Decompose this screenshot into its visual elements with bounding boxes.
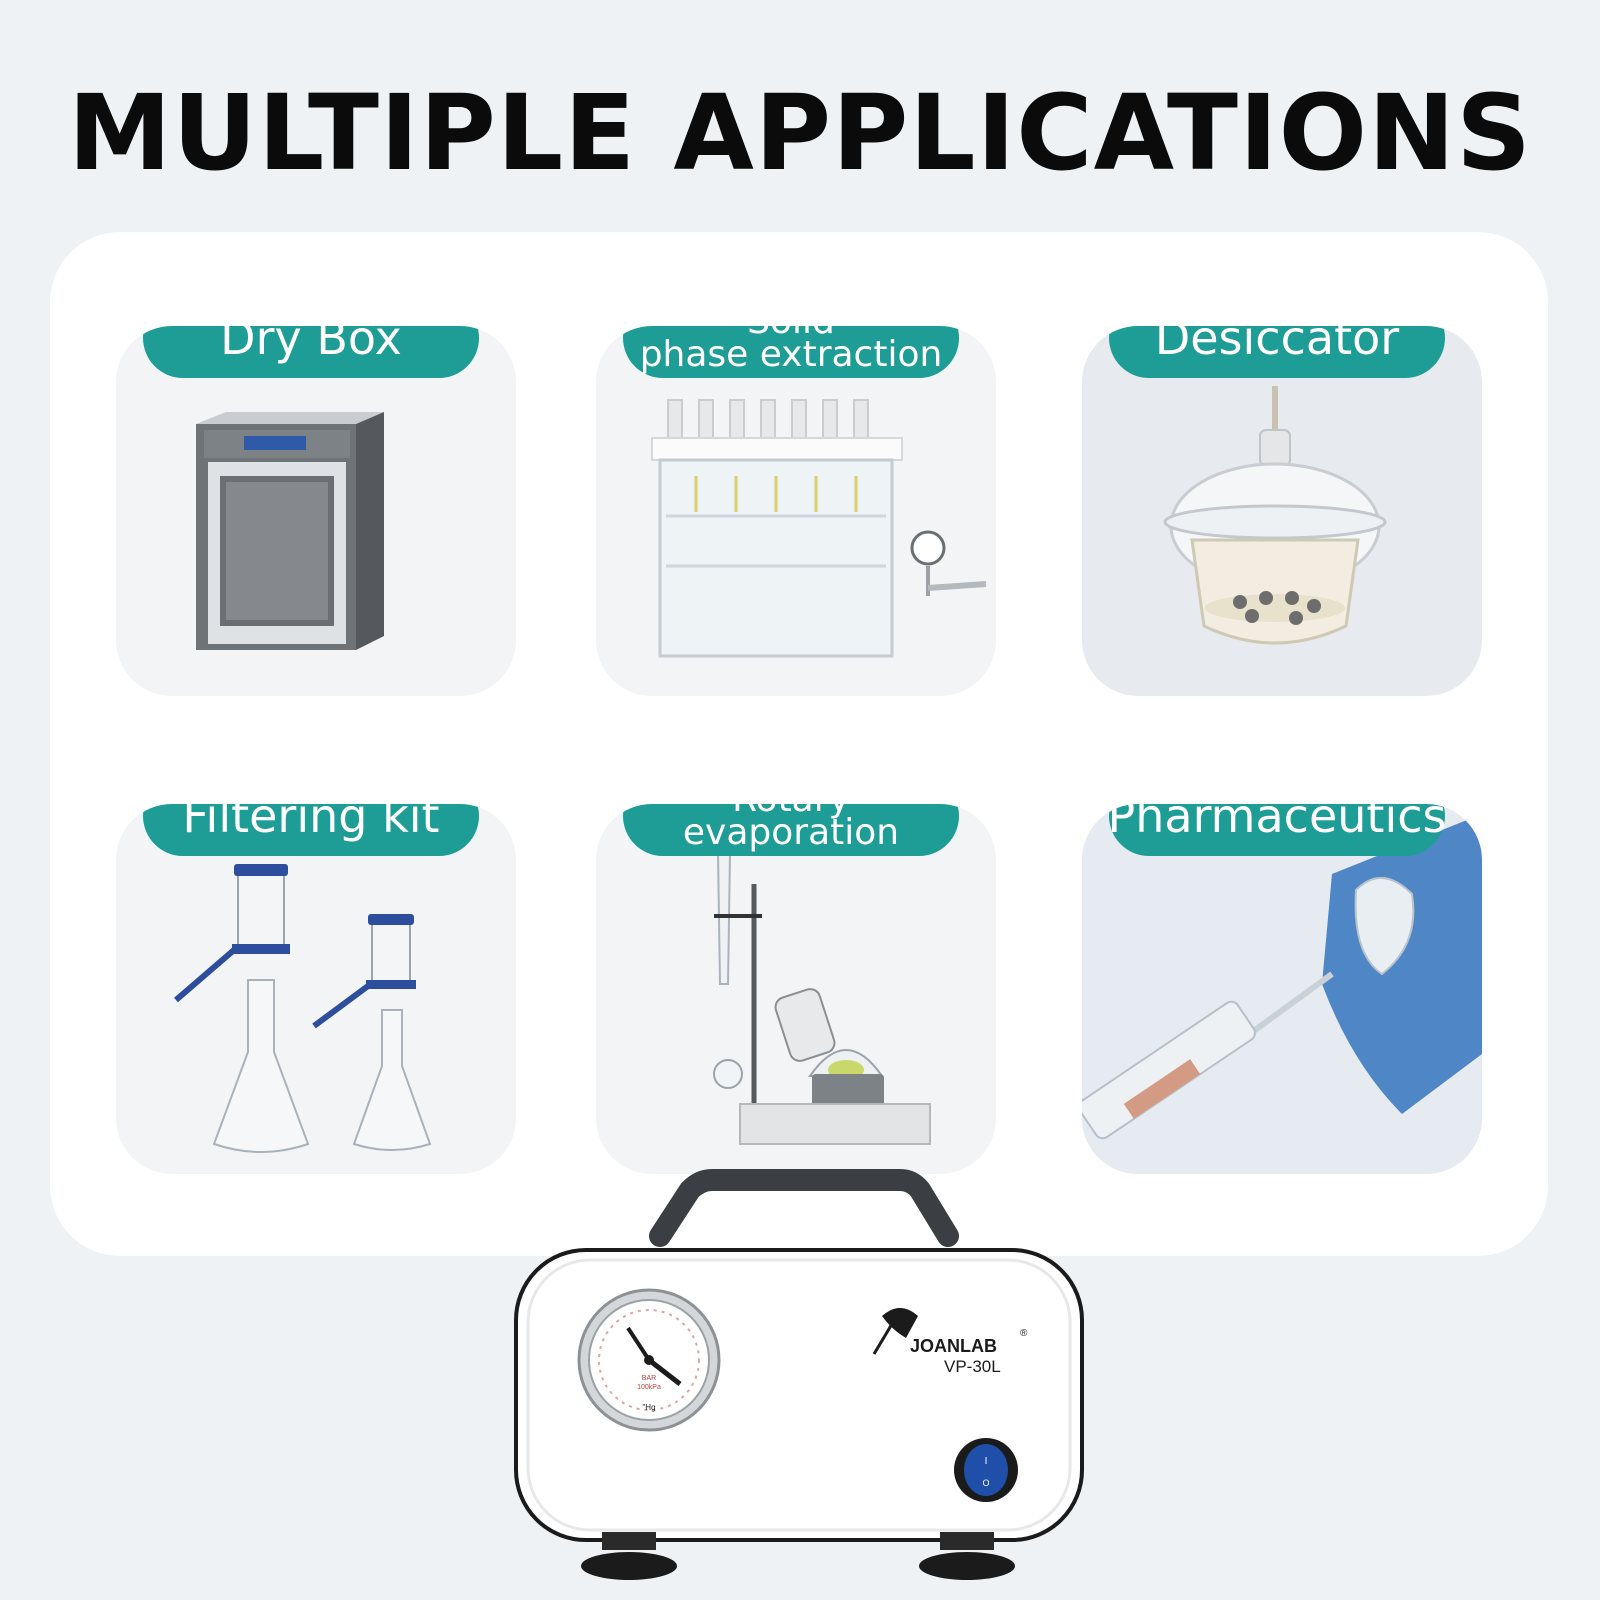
gauge-unit-hg: "Hg — [642, 1403, 655, 1412]
filtering-kit-image — [174, 864, 432, 1153]
pump-model: VP-30L — [944, 1357, 1001, 1376]
power-switch[interactable]: I O — [954, 1438, 1018, 1502]
tile-dry-box: Dry Box — [116, 326, 516, 696]
pump-foot-right — [919, 1552, 1015, 1580]
tile-filtering-kit: Filtering kit — [116, 804, 516, 1174]
pump-brand: JOANLAB — [910, 1336, 997, 1356]
pump-registered-mark: ® — [1020, 1328, 1028, 1339]
label-rotary-evaporation: Rotary evaporation — [623, 804, 959, 856]
gauge-unit-bar: BAR — [642, 1375, 656, 1382]
pharmaceutics-image — [1082, 804, 1482, 1174]
tile-rotary-evaporation: Rotary evaporation — [596, 804, 996, 1174]
vacuum-gauge: BAR 100kPa "Hg — [577, 1288, 721, 1432]
applications-panel: Dry Box — [50, 232, 1548, 1256]
label-solid-phase-extraction: Solid phase extraction — [623, 326, 959, 378]
gauge-unit-kpa: 100kPa — [637, 1384, 661, 1391]
switch-on-mark: I — [985, 1456, 988, 1467]
label-filtering-kit: Filtering kit — [143, 804, 479, 856]
page-title: MULTIPLE APPLICATIONS — [68, 72, 1532, 194]
tile-desiccator: Desiccator — [1082, 326, 1482, 696]
pump-foot-left — [581, 1552, 677, 1580]
switch-off-mark: O — [982, 1478, 989, 1488]
label-pharmaceutics: Pharmaceutics — [1108, 804, 1447, 856]
tile-solid-phase-extraction: Solid phase extraction — [596, 326, 996, 696]
dry-box-image — [196, 412, 384, 650]
pump-handle — [649, 1169, 959, 1247]
label-desiccator: Desiccator — [1109, 326, 1445, 378]
tile-pharmaceutics: Pharmaceutics — [1082, 804, 1482, 1174]
spe-manifold-image — [651, 399, 987, 658]
rotary-evaporator-image — [713, 853, 931, 1145]
desiccator-image — [1163, 386, 1387, 645]
joanlab-logo-icon — [872, 1308, 918, 1355]
label-dry-box: Dry Box — [143, 326, 479, 378]
